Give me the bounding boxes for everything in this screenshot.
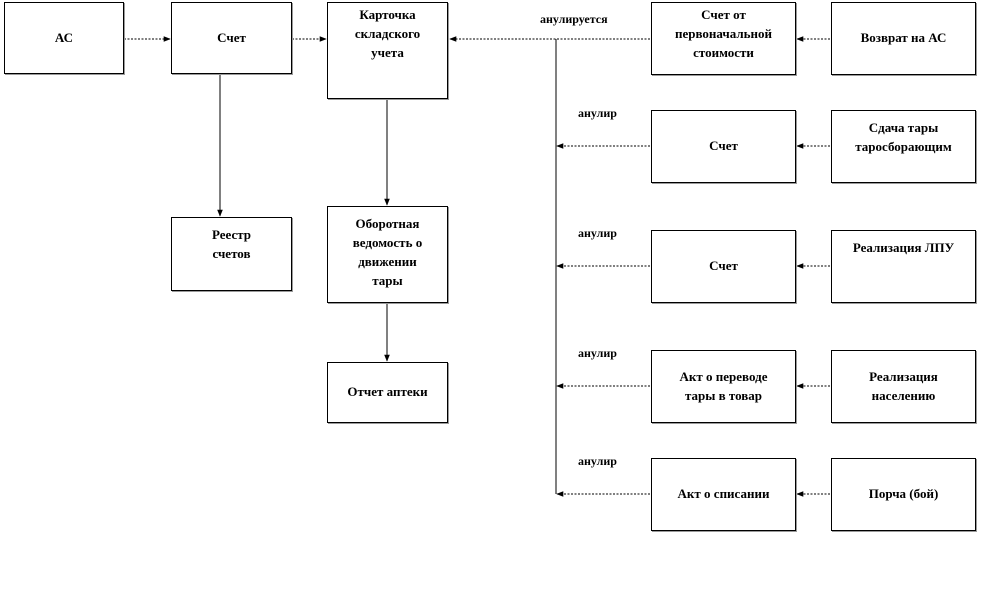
node-otchet: Отчет аптеки xyxy=(327,362,448,423)
node-realizaciya-lpu: Реализация ЛПУ xyxy=(831,230,976,303)
node-otchet-label: Отчет аптеки xyxy=(347,384,428,400)
node-reestr-label: Реестр счетов xyxy=(211,227,251,261)
node-sdacha: Сдача тары таросборающим xyxy=(831,110,976,183)
node-schet-2: Счет xyxy=(651,110,796,183)
node-akt-spisanie: Акт о списании xyxy=(651,458,796,531)
node-schet-2-label: Счет xyxy=(709,138,738,154)
node-porcha-label: Порча (бой) xyxy=(868,486,939,502)
node-kartochka: Карточка складского учета xyxy=(327,2,448,99)
node-schet-perv: Счет от первоначальной стоимости xyxy=(651,2,796,75)
node-reestr: Реестр счетов xyxy=(171,217,292,291)
node-akt-spisanie-label: Акт о списании xyxy=(677,486,770,502)
node-schet-3-label: Счет xyxy=(709,258,738,274)
node-as-label: АС xyxy=(54,29,74,45)
node-schet-perv-label: Счет от первоначальной стоимости xyxy=(675,7,772,60)
edge-label-anulir-3: анулир xyxy=(578,346,617,360)
node-oborotnaya: Оборотная ведомость о движении тары xyxy=(327,206,448,303)
node-realizaciya-nasel: Реализация населению xyxy=(831,350,976,423)
node-oborotnaya-label: Оборотная ведомость о движении тары xyxy=(352,216,423,288)
node-akt-perevod-label: Акт о переводе тары в товар xyxy=(679,368,768,403)
node-kartochka-label: Карточка складского учета xyxy=(354,7,421,60)
node-porcha: Порча (бой) xyxy=(831,458,976,531)
node-schet-main: Счет xyxy=(171,2,292,74)
node-akt-perevod: Акт о переводе тары в товар xyxy=(651,350,796,423)
node-sdacha-label: Сдача тары таросборающим xyxy=(855,120,952,154)
edge-label-anulir-1: анулир xyxy=(578,106,617,120)
edge-label-anuliruetsya: анулируется xyxy=(540,12,608,26)
node-schet-3: Счет xyxy=(651,230,796,303)
edge-label-anulir-4: анулир xyxy=(578,454,617,468)
node-vozvrat-label: Возврат на АС xyxy=(860,30,947,46)
node-realizaciya-nasel-label: Реализация населению xyxy=(869,368,938,403)
edge-label-anulir-2: анулир xyxy=(578,226,617,240)
node-vozvrat: Возврат на АС xyxy=(831,2,976,75)
node-as: АС xyxy=(4,2,124,74)
node-schet-main-label: Счет xyxy=(217,29,246,45)
node-realizaciya-lpu-label: Реализация ЛПУ xyxy=(852,240,955,255)
